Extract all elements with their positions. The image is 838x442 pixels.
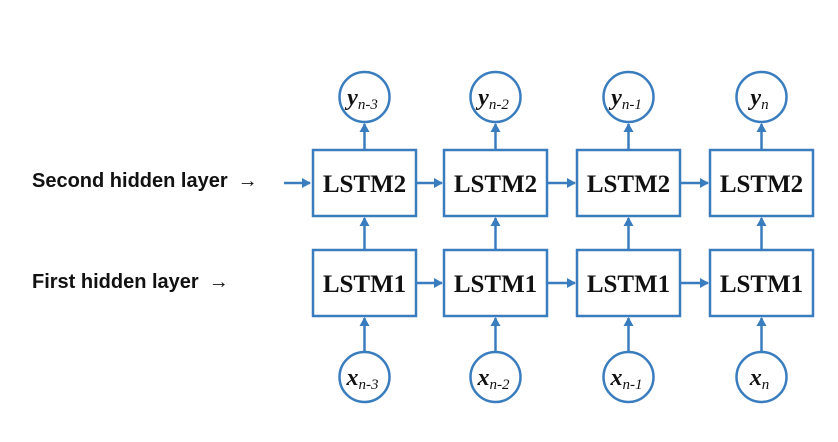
output-var: y [344,85,358,111]
lstm2-box [575,148,682,218]
input-sub: n-1 [623,377,643,393]
lstm1-box [708,248,815,318]
output-node [338,70,391,124]
input-sub: n-3 [359,377,379,393]
lstm2-box [311,148,418,218]
input-sub: n [762,377,770,393]
lstm2-box [708,148,815,218]
lstm1-box [442,248,549,318]
lstm1-box [311,248,418,318]
nodes: LSTM2LSTM1yn-3xn-3LSTM2LSTM1yn-2xn-2LSTM… [311,70,815,404]
output-sub: n-3 [358,97,378,113]
first-hidden-layer-label: First hidden layer → [32,271,229,294]
output-sub: n-1 [622,97,642,113]
input-label: xn-3 [346,365,379,393]
lstm1-label: LSTM1 [323,271,406,298]
input-label: xn-2 [477,365,510,393]
input-label: xn [749,365,770,393]
input-var: x [346,365,359,391]
input-sub: n-2 [490,377,510,393]
lstm1-label: LSTM1 [587,271,670,298]
output-var: y [747,85,761,111]
output-var: y [475,85,489,111]
first-hidden-layer-text: First hidden layer [32,271,199,293]
output-sub: n-2 [489,97,509,113]
connections [284,123,767,352]
output-label: yn-3 [344,85,378,113]
lstm2-label: LSTM2 [587,171,670,198]
input-var: x [749,365,762,391]
second-layer-arrow-icon: → [237,170,258,192]
lstm1-box [575,248,682,318]
output-label: yn-1 [608,85,642,113]
lstm2-box [442,148,549,218]
lstm2-label: LSTM2 [323,171,406,198]
output-node [602,70,655,124]
output-label: yn-2 [475,85,509,113]
second-hidden-layer-text: Second hidden layer [32,170,228,192]
input-label: xn-1 [610,365,643,393]
lstm2-label: LSTM2 [454,171,537,198]
input-node [469,350,522,404]
output-label: yn [747,85,768,113]
input-var: x [610,365,623,391]
output-var: y [608,85,622,111]
output-node [735,70,788,124]
lstm1-label: LSTM1 [454,271,537,298]
input-var: x [477,365,490,391]
output-node [469,70,522,124]
output-sub: n [761,97,769,113]
first-layer-arrow-icon: → [208,271,229,293]
lstm2-label: LSTM2 [720,171,803,198]
input-node [602,350,655,404]
lstm1-label: LSTM1 [720,271,803,298]
second-hidden-layer-label: Second hidden layer → [32,170,258,193]
input-node [338,350,391,404]
input-node [735,350,788,404]
